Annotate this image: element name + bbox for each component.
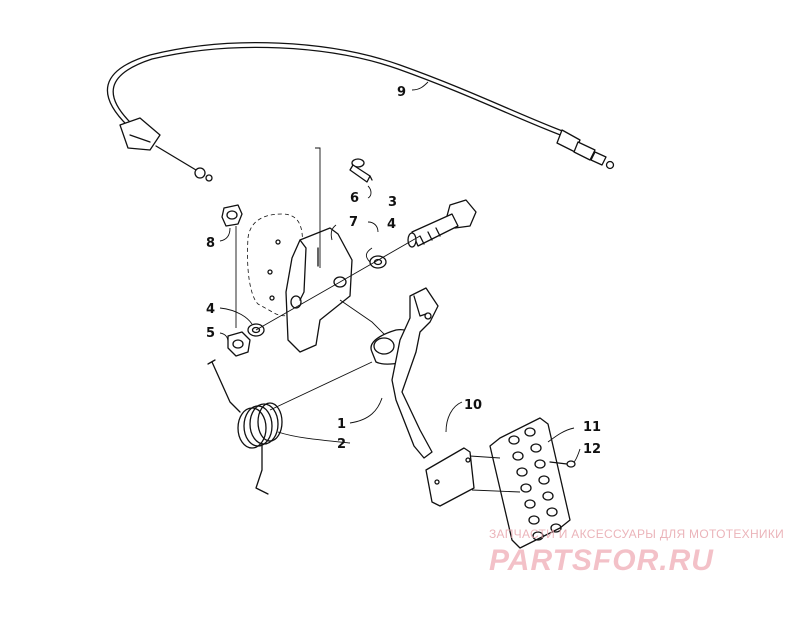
part-4-washer-upper (369, 255, 387, 269)
callout-4-lower: 4 (206, 302, 215, 317)
part-7-bracket (285, 227, 353, 353)
part-2-spring (207, 359, 373, 495)
gasket-outline (247, 213, 303, 317)
callout-labels: 9 6 3 8 7 4 4 5 1 2 10 11 12 (206, 85, 601, 457)
callout-5: 5 (206, 326, 215, 341)
part-12-screw (549, 460, 576, 468)
watermark-tagline: ЗАПЧАСТИ И АКСЕССУАРЫ ДЛЯ МОТОТЕХНИКИ (489, 527, 784, 541)
assembly-lines (235, 147, 421, 339)
callout-12: 12 (583, 442, 601, 457)
callout-4-upper: 4 (387, 217, 396, 232)
watermark-logo: PARTSFOR.RU (489, 544, 714, 577)
callout-3: 3 (388, 195, 397, 210)
part-5-lock-nut (227, 331, 251, 357)
callout-11: 11 (583, 420, 601, 435)
pad-mount-lines (469, 455, 521, 493)
callout-leaders (219, 81, 581, 463)
callout-10: 10 (464, 398, 482, 413)
callout-7: 7 (349, 215, 358, 230)
callout-6: 6 (350, 191, 359, 206)
part-1-pedal-arm (370, 287, 475, 507)
part-9-cable (106, 42, 615, 182)
watermark: ЗАПЧАСТИ И АКСЕССУАРЫ ДЛЯ МОТОТЕХНИКИ PA… (489, 527, 784, 577)
part-8-nut (221, 204, 243, 227)
part-11-foot-pad (489, 417, 571, 549)
part-6-screw (349, 158, 373, 183)
callout-8: 8 (206, 236, 215, 251)
callout-9: 9 (397, 85, 406, 100)
callout-2: 2 (337, 437, 346, 452)
callout-1: 1 (337, 417, 346, 432)
part-3-pivot-bolt (407, 199, 477, 248)
